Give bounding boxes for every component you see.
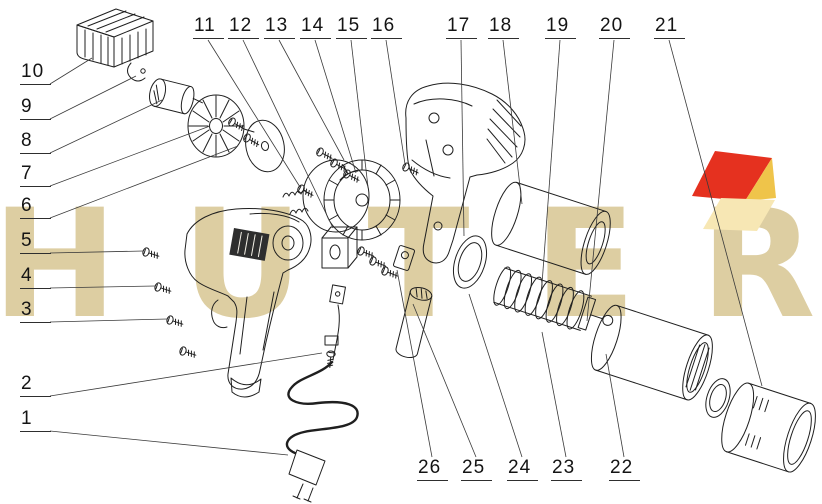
callout-19: 19 bbox=[545, 16, 576, 39]
callout-21: 21 bbox=[654, 16, 685, 39]
callout-22: 22 bbox=[609, 458, 640, 481]
left-housing bbox=[184, 208, 312, 398]
callout-2: 2 bbox=[20, 374, 51, 397]
cable-clamp bbox=[324, 304, 340, 369]
logo-red-shape bbox=[692, 151, 772, 201]
callout-20: 20 bbox=[599, 16, 630, 39]
huter-logo bbox=[692, 151, 776, 231]
callout-8: 8 bbox=[20, 131, 51, 154]
callout-10: 10 bbox=[20, 62, 51, 85]
outer-tube bbox=[590, 304, 713, 401]
watermark: HUTER bbox=[0, 178, 822, 352]
callout-5: 5 bbox=[20, 231, 51, 254]
power-plug bbox=[288, 449, 326, 503]
bracket bbox=[393, 245, 415, 271]
callout-13: 13 bbox=[264, 16, 295, 39]
callout-23: 23 bbox=[551, 458, 582, 481]
leader-lines bbox=[49, 39, 763, 458]
callout-9: 9 bbox=[20, 97, 51, 120]
retainer-ring bbox=[705, 378, 731, 418]
callout-16: 16 bbox=[371, 16, 402, 39]
callout-7: 7 bbox=[20, 164, 51, 187]
callout-25: 25 bbox=[461, 458, 492, 481]
fan-impeller bbox=[187, 94, 255, 158]
heater-tube bbox=[491, 181, 611, 275]
baffle-plate bbox=[245, 119, 285, 173]
callout-18: 18 bbox=[488, 16, 519, 39]
callout-1: 1 bbox=[20, 409, 51, 432]
armature bbox=[149, 78, 203, 115]
callout-3: 3 bbox=[20, 300, 51, 323]
callout-12: 12 bbox=[228, 16, 259, 39]
heating-element bbox=[493, 266, 614, 331]
callout-26: 26 bbox=[417, 458, 448, 481]
callout-11: 11 bbox=[193, 16, 224, 39]
logo-cream-shape bbox=[703, 198, 775, 231]
brush-holder bbox=[329, 284, 346, 305]
switch bbox=[321, 226, 358, 269]
callout-14: 14 bbox=[300, 16, 331, 39]
nozzle-sleeve bbox=[721, 382, 816, 473]
stator-assembly bbox=[302, 159, 401, 241]
callout-15: 15 bbox=[336, 16, 367, 39]
brush-cap-housing bbox=[76, 8, 154, 68]
gasket-ring bbox=[452, 235, 488, 289]
vent-slats bbox=[229, 228, 270, 261]
right-housing bbox=[405, 82, 526, 264]
retaining-clip bbox=[127, 62, 146, 82]
callout-17: 17 bbox=[446, 16, 477, 39]
capacitor bbox=[395, 286, 433, 358]
callout-24: 24 bbox=[507, 458, 538, 481]
callout-4: 4 bbox=[20, 266, 51, 289]
logo-yellow-shape bbox=[745, 158, 776, 201]
power-cord bbox=[285, 360, 359, 455]
callout-6: 6 bbox=[20, 196, 51, 219]
